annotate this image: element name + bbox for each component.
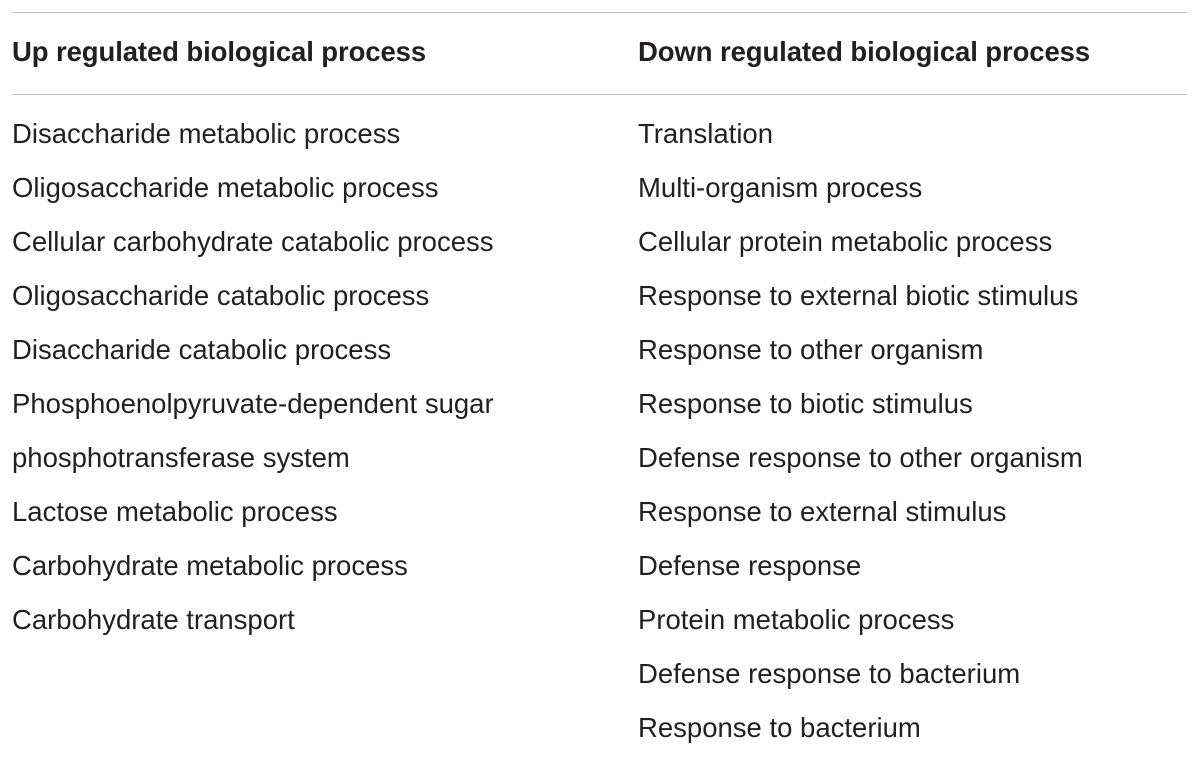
table-cell: Disaccharide catabolic process bbox=[12, 334, 392, 365]
table-cell: Oligosaccharide catabolic process bbox=[12, 280, 430, 311]
table-cell: Defense response to other organism bbox=[638, 442, 1083, 473]
table-cell: Defense response to bacterium bbox=[638, 658, 1021, 689]
table-cell: Oligosaccharide metabolic process bbox=[12, 172, 439, 203]
table-cell: Carbohydrate transport bbox=[12, 604, 295, 635]
table-cell: Protein metabolic process bbox=[638, 604, 955, 635]
table-cell: Response to biotic stimulus bbox=[638, 388, 973, 419]
table-cell: Response to external stimulus bbox=[638, 496, 1007, 527]
up-regulated-header: Up regulated biological process bbox=[12, 36, 427, 67]
header-separator-rule bbox=[12, 94, 1187, 95]
table-cell: Multi-organism process bbox=[638, 172, 923, 203]
up-regulated-list: Disaccharide metabolic process Oligosacc… bbox=[12, 114, 494, 654]
table-cell: Response to other organism bbox=[638, 334, 984, 365]
table-cell: Disaccharide metabolic process bbox=[12, 118, 401, 149]
table-cell: Defense response bbox=[638, 550, 862, 581]
table-cell: Cellular protein metabolic process bbox=[638, 226, 1053, 257]
table-cell: Response to bacterium bbox=[638, 712, 921, 743]
table-cell: Response to external biotic stimulus bbox=[638, 280, 1079, 311]
down-regulated-list: Translation Multi-organism process Cellu… bbox=[638, 114, 1083, 762]
down-regulated-header: Down regulated biological process bbox=[638, 36, 1091, 67]
table-cell: Cellular carbohydrate catabolic process bbox=[12, 226, 494, 257]
table-cell: phosphotransferase system bbox=[12, 442, 350, 473]
table-cell: Lactose metabolic process bbox=[12, 496, 338, 527]
table-top-rule bbox=[12, 12, 1187, 13]
table-cell: Translation bbox=[638, 118, 774, 149]
table-cell: Carbohydrate metabolic process bbox=[12, 550, 408, 581]
table-cell: Phosphoenolpyruvate-dependent sugar bbox=[12, 388, 494, 419]
